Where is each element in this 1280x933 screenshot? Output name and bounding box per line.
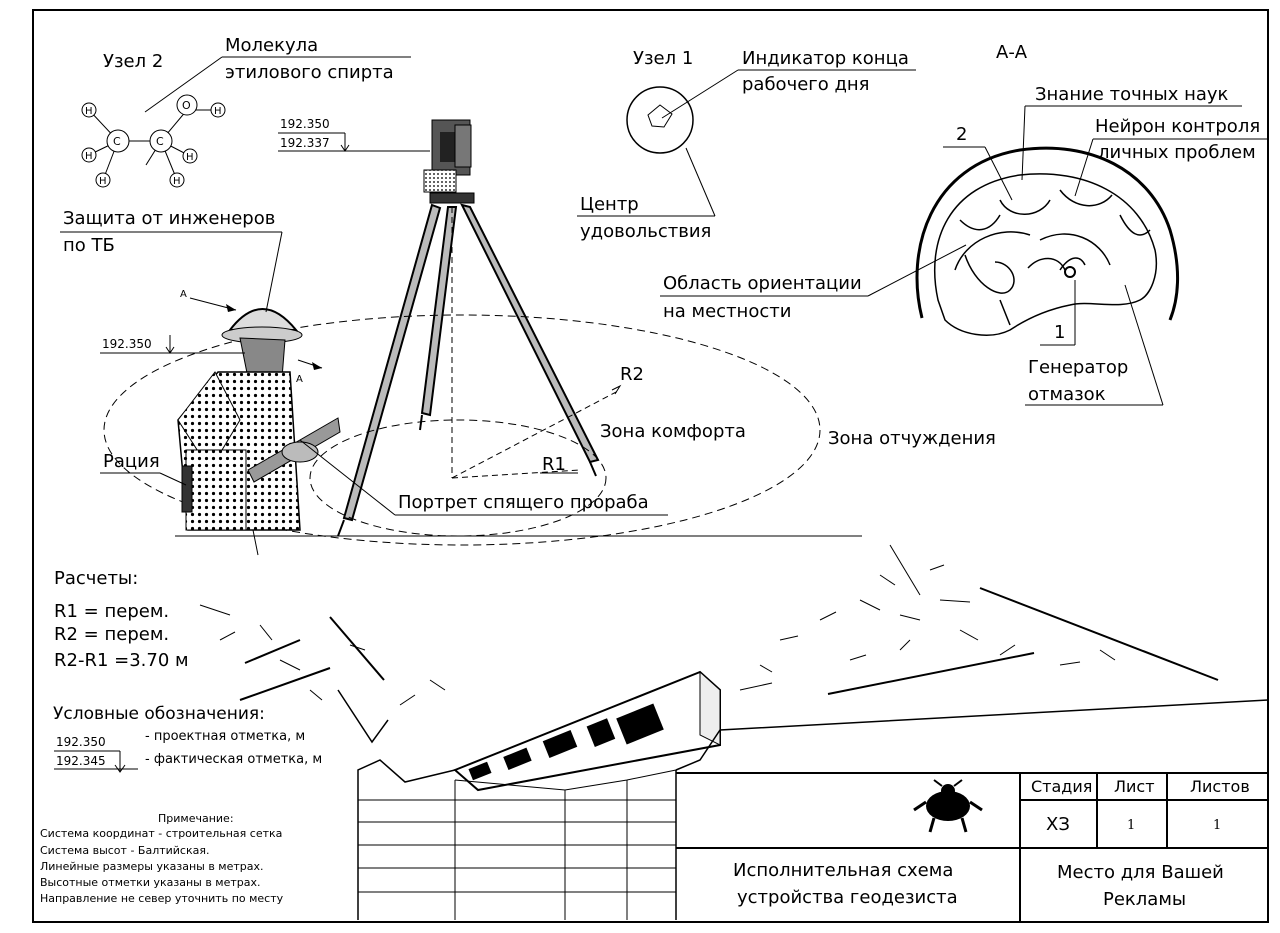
atom-h3: H	[99, 176, 107, 187]
brain-section-icon	[915, 146, 1179, 336]
calculations-block: Расчеты: R1 = перем. R2 = перем. R2-R1 =…	[54, 568, 189, 671]
sheets-value: 1	[1213, 818, 1221, 833]
atom-h2: H	[85, 151, 93, 162]
protection-label-line1: Защита от инженеров	[63, 208, 275, 229]
node1-circle	[626, 86, 694, 154]
explosion-debris	[199, 544, 1219, 706]
protection-leader-line	[60, 231, 283, 313]
node1-detail-icon	[647, 104, 673, 128]
sheet-frame	[32, 9, 1269, 923]
center-label-line2: удовольствия	[580, 221, 711, 242]
calc-line-r2: R2 = перем.	[54, 624, 169, 645]
sheet-header: Лист	[1114, 777, 1155, 796]
section-aa-title: А-А	[996, 42, 1028, 63]
surveyor-worker-icon	[177, 308, 341, 556]
notes-title: Примечание:	[158, 812, 234, 825]
tripod-icon	[337, 203, 600, 537]
calculations-title: Расчеты:	[54, 568, 138, 589]
brain-mark-1: 1	[1054, 322, 1065, 343]
neuron-label-line2: личных проблем	[1098, 142, 1256, 163]
notes-line-3: Линейные размеры указаны в метрах.	[40, 860, 264, 873]
neuron-label-line1: Нейрон контроля	[1095, 116, 1260, 137]
notes-line-5: Направление не север уточнить по месту	[40, 892, 284, 905]
molecule-leader-line	[144, 56, 411, 113]
r1-label: R1	[542, 454, 566, 475]
atom-c1: C	[113, 135, 121, 148]
alienation-zone-ellipse	[103, 314, 821, 546]
stage-header: Стадия	[1031, 777, 1092, 796]
calc-line-r1: R1 = перем.	[54, 601, 169, 622]
orientation-label-line2: на местности	[663, 301, 791, 322]
legend-actual-text: - фактическая отметка, м	[145, 752, 322, 767]
section-arrow-label-a1: А	[180, 289, 187, 300]
portrait-label: Портрет спящего прораба	[398, 492, 649, 513]
generator-label-line2: отмазок	[1028, 384, 1106, 405]
exact-sciences-label: Знание точных наук	[1035, 84, 1229, 105]
ad-line2: Рекламы	[1103, 889, 1186, 910]
leveling-staff-icon	[453, 670, 721, 792]
center-label-line1: Центр	[580, 194, 639, 215]
worker-mark-value: 192.350	[102, 337, 152, 351]
legend-design-value: 192.350	[56, 735, 106, 749]
molecule-label-line1: Молекула	[225, 35, 318, 56]
brain-mark-2: 2	[956, 124, 967, 145]
sheet-value: 1	[1127, 818, 1135, 833]
legend-actual-value: 192.345	[56, 754, 106, 768]
title-block	[676, 772, 1268, 922]
sheets-header: Листов	[1190, 777, 1250, 796]
alienation-zone-label: Зона отчуждения	[828, 428, 996, 449]
comfort-zone-label: Зона комфорта	[600, 421, 746, 442]
legend-design-text: - проектная отметка, м	[145, 729, 305, 744]
protection-label-line2: по ТБ	[63, 235, 115, 256]
node1-title: Узел 1	[633, 48, 693, 69]
ethanol-molecule-icon	[81, 94, 226, 188]
legend-title: Условные обозначения:	[53, 704, 265, 724]
atom-h1: H	[85, 106, 93, 117]
indicator-label-line2: рабочего дня	[742, 74, 870, 95]
radio-leader-line	[100, 472, 187, 486]
foundation-wall	[337, 689, 1269, 920]
node2-group: Узел 2 Молекула этилового спирта	[81, 35, 411, 188]
section-aa-group: А-А 2 Знание точных наук Нейрон контроля…	[660, 42, 1268, 406]
node2-title: Узел 2	[103, 51, 163, 72]
r2-label: R2	[620, 364, 644, 385]
section-arrow-label-a2: А	[296, 374, 303, 385]
worker-level-mark: 192.350	[100, 335, 245, 354]
drawing-title-line2: устройства геодезиста	[737, 887, 958, 908]
orientation-label-line1: Область ориентации	[663, 273, 862, 294]
ad-line1: Место для Вашей	[1057, 862, 1224, 883]
beetle-icon	[913, 779, 983, 833]
generator-label-line1: Генератор	[1028, 357, 1128, 378]
instrument-level-mark: 192.350 192.337	[278, 117, 430, 152]
indicator-label-line1: Индикатор конца	[742, 48, 909, 69]
notes-block: Примечание: Система координат - строител…	[40, 812, 284, 905]
atom-c2: C	[156, 135, 164, 148]
notes-line-1: Система координат - строительная сетка	[40, 827, 282, 840]
notes-line-2: Система высот - Балтийская.	[40, 844, 209, 857]
legend-block: Условные обозначения: 192.350 192.345 - …	[53, 704, 322, 773]
atom-h5: H	[186, 152, 194, 163]
portrait-leader-line	[299, 439, 668, 516]
instrument-design-mark: 192.350	[280, 117, 330, 131]
molecule-label-line2: этилового спирта	[225, 62, 394, 83]
instrument-actual-mark: 192.337	[280, 136, 330, 150]
radio-label: Рация	[103, 451, 160, 472]
stage-value: ХЗ	[1046, 814, 1070, 835]
drawing-title-line1: Исполнительная схема	[733, 860, 953, 881]
calc-line-diff: R2-R1 =3.70 м	[54, 650, 189, 671]
atom-h6: H	[173, 176, 181, 187]
notes-line-4: Высотные отметки указаны в метрах.	[40, 876, 261, 889]
atom-o: O	[182, 99, 191, 112]
atom-h4: H	[214, 106, 222, 117]
total-station-icon	[423, 119, 475, 204]
node1-group: Узел 1 Индикатор конца рабочего дня Цент…	[577, 48, 916, 242]
